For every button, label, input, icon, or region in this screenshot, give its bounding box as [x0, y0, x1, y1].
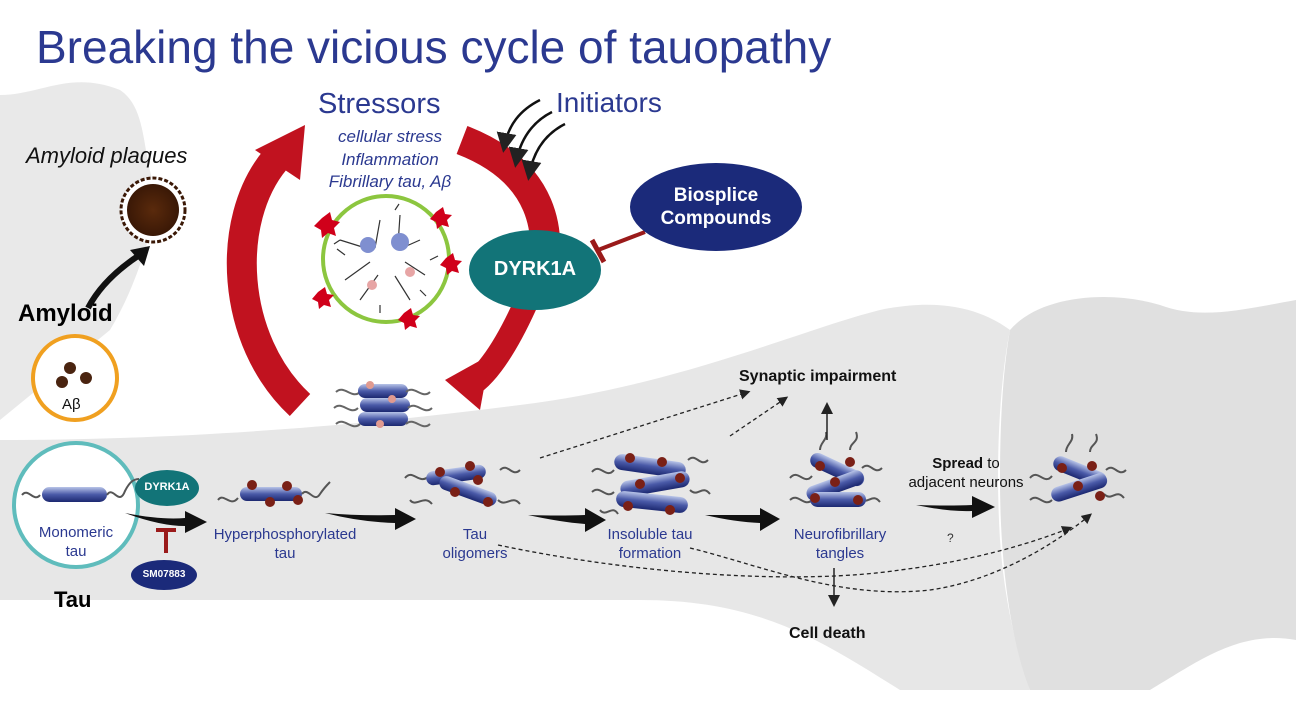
- hyperphosphorylated-tau-graphic: [217, 480, 331, 507]
- stress-burst-3: [440, 253, 462, 275]
- abeta-label: Aβ: [62, 396, 81, 413]
- stage-hyperphosphorylated-label: Hyperphosphorylated tau: [213, 526, 357, 562]
- progression-arrows: [125, 496, 995, 533]
- dyrk1a-small-ellipse: [135, 470, 199, 506]
- monomeric-tau-circle: [12, 441, 140, 569]
- amyloid-arrow: [85, 253, 140, 310]
- stage-oligomers-label: Tau oligomers: [442, 526, 508, 562]
- stressor-item: cellular stress: [338, 127, 442, 146]
- monomeric-tau-label: Monomeric tau: [38, 524, 114, 560]
- biosplice-inhibition-line: [597, 230, 646, 252]
- spread-rest: to adjacent neurons: [908, 455, 1024, 491]
- spread-label: Spread to adjacent neurons: [896, 454, 1036, 492]
- initiators-label: Initiators: [556, 87, 662, 118]
- cycle-arrowhead-left: [255, 125, 305, 180]
- page-title: Breaking the vicious cycle of tauopathy: [36, 21, 832, 73]
- tau-label: Tau: [54, 587, 92, 612]
- sm07883-ellipse: [131, 560, 197, 590]
- fibril-graphic: [333, 381, 433, 428]
- stress-burst-5: [398, 308, 420, 330]
- stage-tangles-label: Neurofibrillary tangles: [793, 526, 887, 562]
- initiator-arrows: [496, 98, 566, 181]
- biosplice-label: Biosplice Compounds: [660, 185, 772, 229]
- dyrk1a-main-ellipse: [469, 230, 601, 310]
- stress-burst-1: [314, 212, 340, 238]
- stress-burst-4: [312, 287, 334, 309]
- amyloid-plaques-label: Amyloid plaques: [26, 143, 188, 168]
- abeta-circle: [31, 334, 119, 422]
- neuron-background: [0, 82, 1296, 690]
- stressors-title: Stressors: [318, 88, 441, 120]
- spread-tangle-graphic: [1029, 433, 1127, 504]
- sm07883-label: SM07883: [142, 569, 186, 580]
- neuron-cell-circle: [312, 194, 462, 330]
- dyrk1a-small-label: DYRK1A: [144, 481, 190, 493]
- dashed-arrows: [497, 389, 1092, 593]
- stressor-item: Inflammation: [341, 150, 439, 169]
- insoluble-tau-graphic: [591, 453, 711, 515]
- tau-oligomers-graphic: [404, 461, 521, 507]
- cell-death-label: Cell death: [789, 625, 866, 642]
- spread-bold: Spread: [932, 455, 984, 472]
- neurofibrillary-tangles-graphic: [789, 431, 883, 507]
- amyloid-label: Amyloid: [18, 300, 113, 327]
- amyloid-plaque-icon: [119, 176, 187, 244]
- stage-insoluble-label: Insoluble tau formation: [607, 526, 693, 562]
- stressor-item: Fibrillary tau, Aβ: [328, 172, 452, 191]
- synaptic-impairment-label: Synaptic impairment: [739, 368, 897, 385]
- sm07883-inhibition: [156, 528, 176, 553]
- dyrk1a-main-label: DYRK1A: [493, 258, 577, 280]
- cycle-arrowhead-right: [445, 355, 490, 410]
- solid-small-arrows: [821, 402, 840, 607]
- question-mark: ?: [947, 531, 954, 545]
- stress-burst-2: [430, 207, 452, 229]
- biosplice-ellipse: [630, 163, 802, 251]
